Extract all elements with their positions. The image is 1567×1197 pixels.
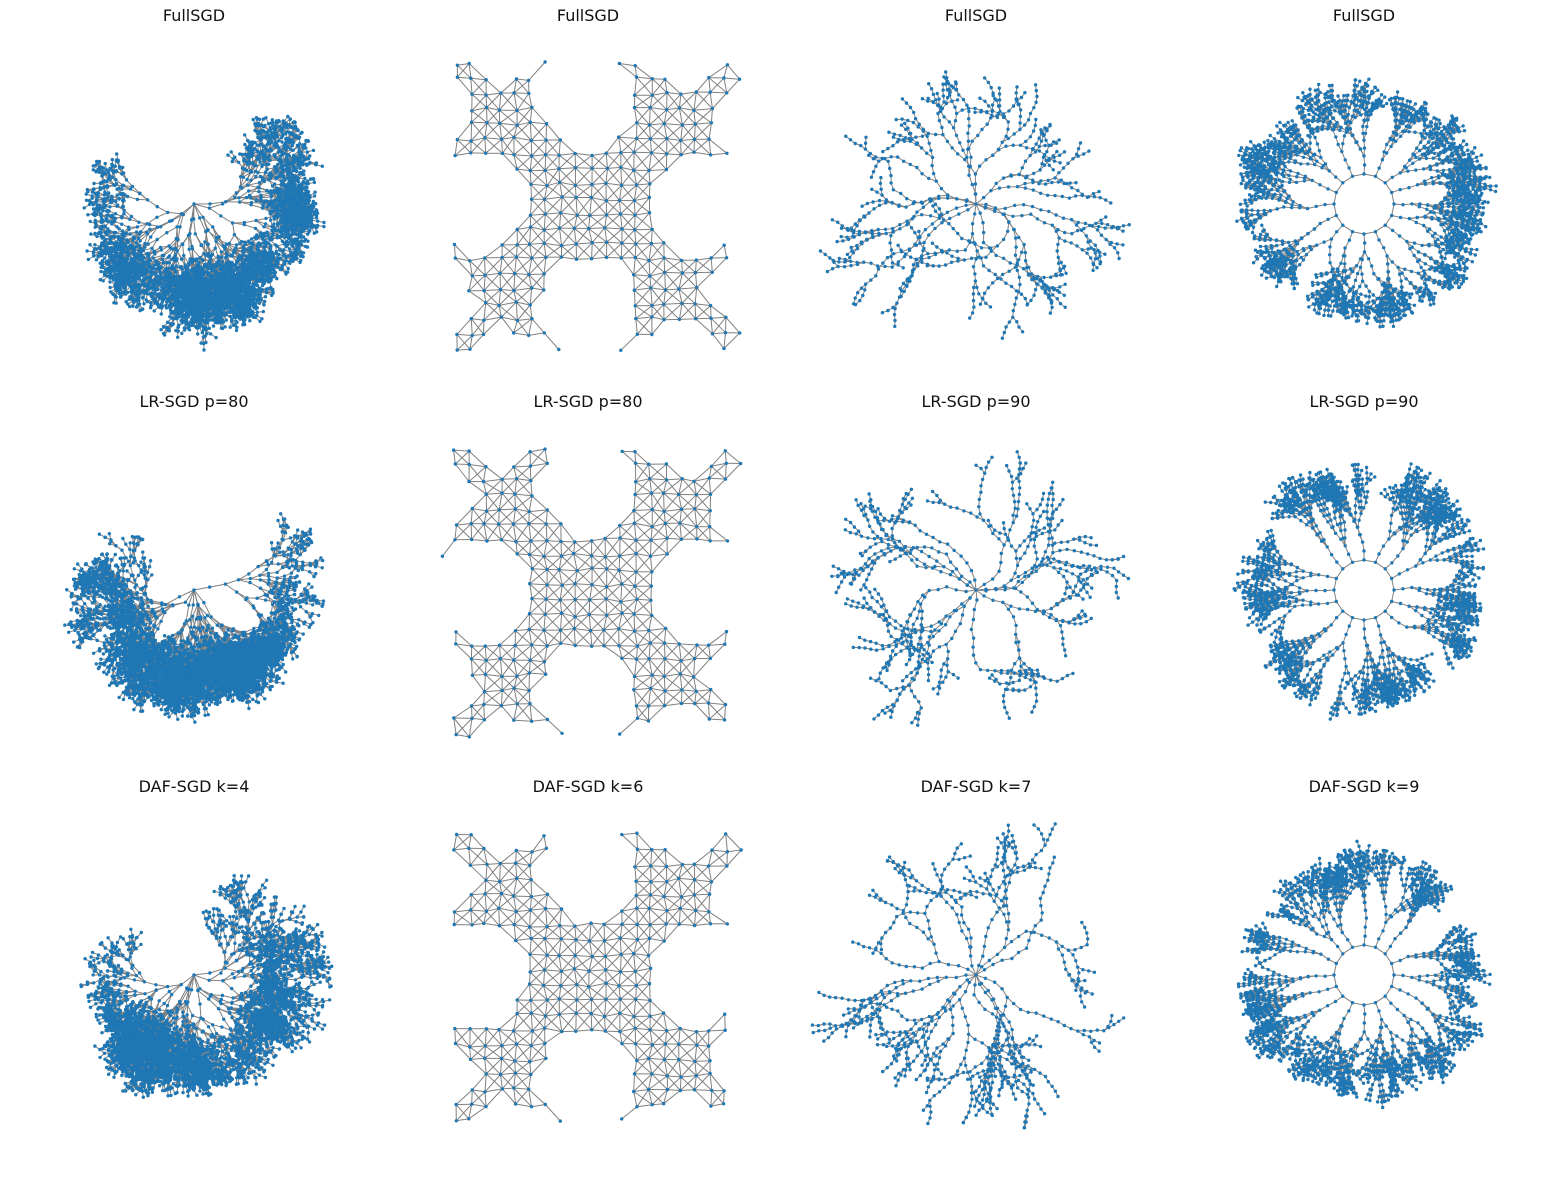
graph-edge: [244, 225, 255, 229]
graph-edge: [157, 212, 168, 217]
graph-edge: [195, 234, 201, 246]
graph-edge: [221, 216, 233, 223]
graph-edge: [148, 200, 158, 207]
graph-edge: [210, 208, 221, 216]
graph-edge: [200, 218, 206, 232]
graph-edge: [244, 221, 256, 223]
graph-edge: [168, 212, 182, 213]
graph-edge: [251, 205, 262, 208]
graph-edge: [167, 227, 177, 233]
graph-edge: [233, 223, 235, 235]
panel-1: FullSGD: [0, 0, 388, 385]
graph-edge: [192, 249, 200, 258]
graph-edge: [147, 217, 157, 224]
graph-drawing: [14, 34, 374, 374]
graph-edge: [157, 233, 167, 240]
panel-title: FullSGD: [0, 6, 388, 25]
graph-edge: [194, 219, 196, 234]
graph-edge: [157, 207, 167, 213]
